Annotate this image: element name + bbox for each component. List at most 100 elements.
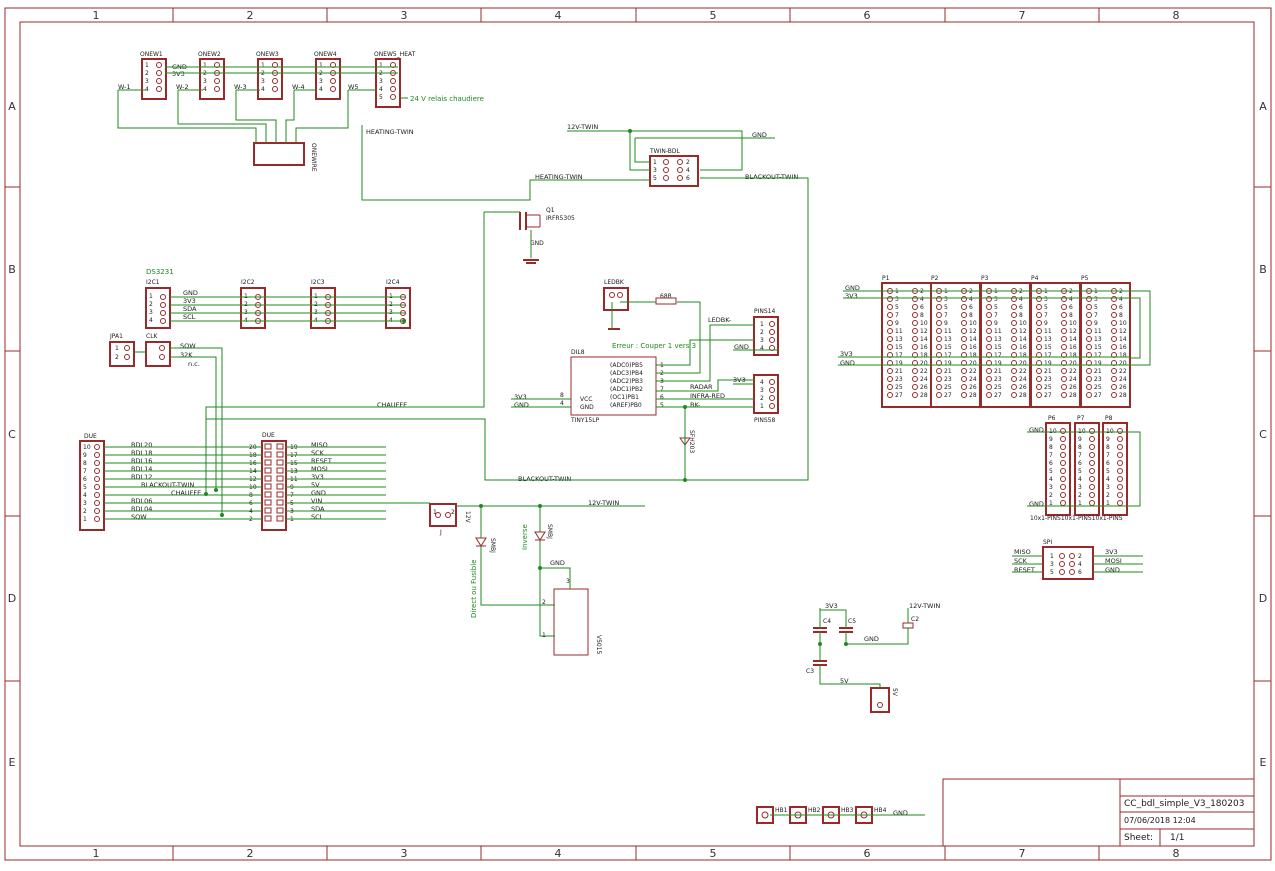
pin-number: 14 — [969, 336, 977, 343]
pin-pad — [1061, 376, 1067, 382]
pin-number: 4 — [149, 317, 153, 324]
cap-5v-net: 5V — [840, 677, 849, 685]
pin-pad — [160, 302, 166, 308]
pin-number: 27 — [994, 392, 1002, 399]
attiny-infrared-net: INFRA-RED — [690, 392, 725, 400]
pin-pad — [1060, 428, 1066, 434]
ledbk-net: LEDBK- — [708, 316, 732, 324]
attiny-3v3-net: 3V3 — [514, 393, 527, 401]
pin-number: 23 — [944, 376, 952, 383]
svg-text:2: 2 — [542, 599, 546, 606]
pin-pad — [390, 78, 396, 84]
i2c-sda-net: SDA — [183, 305, 197, 313]
pin-number: 3 — [203, 78, 207, 85]
pin-pad — [1060, 436, 1066, 442]
pin-number: 4 — [203, 86, 207, 93]
pin-pad — [986, 392, 992, 398]
pin-number: 11 — [895, 328, 903, 335]
cap-c5: C5 — [848, 618, 856, 625]
pin-number: 12 — [920, 328, 928, 335]
pin-pad — [1089, 452, 1095, 458]
pin-number: 22 — [1019, 368, 1027, 375]
pin-number: 5 — [1094, 304, 1098, 311]
ledbk-connector: LEDBK 68R LEDBK- — [603, 279, 732, 330]
pin-pad — [94, 500, 100, 506]
pin-pad — [1111, 336, 1117, 342]
pin-pad — [769, 403, 775, 409]
pin-number: 24 — [920, 376, 928, 383]
pin-number: 4 — [1049, 476, 1053, 483]
pin-number: 22 — [1069, 368, 1077, 375]
pin-pad — [961, 336, 967, 342]
pin-number: 8 — [1019, 312, 1023, 319]
pins14-name: PINS14 — [754, 308, 776, 315]
pin-pad — [94, 516, 100, 522]
pin-number: 16 — [969, 344, 977, 351]
pin-number: 13 — [944, 336, 952, 343]
pin-number: 4 — [261, 86, 265, 93]
pin-pad — [1117, 492, 1123, 498]
pin-number: 19 — [994, 360, 1002, 367]
pin-pad — [912, 312, 918, 318]
attiny-name: DIL8 — [571, 349, 585, 356]
ledbk-resistor: 68R — [660, 293, 672, 300]
due-right-net-label: SDA — [311, 505, 325, 513]
onewire-net-label: W5 — [348, 83, 359, 91]
pin-pad — [330, 78, 336, 84]
onewire-connector-name: ONEW1 — [140, 51, 163, 58]
pin-number: 7 — [1078, 452, 1082, 459]
pin-pad — [1011, 392, 1017, 398]
pin-number: 1 — [261, 62, 265, 69]
i2c-scl-net: SCL — [183, 313, 196, 321]
pin-pad — [272, 86, 278, 92]
pin-number: 3 — [760, 337, 764, 344]
pin-pad — [1111, 392, 1117, 398]
pin-pad — [1089, 428, 1095, 434]
pin-pad — [330, 86, 336, 92]
pin-number: 17 — [944, 352, 952, 359]
svg-text:GND: GND — [580, 404, 594, 411]
pin-number: 5 — [994, 304, 998, 311]
pin-number: 14 — [1069, 336, 1077, 343]
pin-number: 1 — [1050, 553, 1054, 560]
pin-number: 19 — [944, 360, 952, 367]
onewire-connector-name: ONEW5_HEAT — [374, 51, 416, 58]
pin-pad — [769, 329, 775, 335]
pin-number: 1 — [83, 516, 87, 523]
diode-direct-value: SMBJ — [489, 538, 496, 553]
pin-pad — [1111, 376, 1117, 382]
column-label: 5 — [710, 9, 717, 22]
v5-header-label: 5V — [891, 688, 898, 697]
pin-pad — [961, 328, 967, 334]
pin-number: 27 — [895, 392, 903, 399]
p-gnd-net-2: GND — [840, 359, 855, 367]
pin-number: 2 — [145, 70, 149, 77]
pin-pad — [936, 296, 942, 302]
pin-number: 16 — [1019, 344, 1027, 351]
pin-number: 3 — [1049, 484, 1053, 491]
title-block: CC_bdl_simple_V3_180203 07/06/2018 12:04… — [942, 778, 1255, 847]
attiny-pin-name: (ADC3)PB4 — [610, 370, 643, 377]
pin-number: 3 — [944, 296, 948, 303]
spi-name: SPI — [1043, 539, 1052, 546]
pin-number: 6 — [1078, 460, 1082, 467]
pin-pad — [1036, 336, 1042, 342]
jpa1-connector: JPA1 1 2 — [109, 333, 135, 367]
pin-number: 13 — [994, 336, 1002, 343]
pin-pad — [214, 86, 220, 92]
svg-text:VCC: VCC — [580, 396, 592, 403]
pin-pad — [1086, 368, 1092, 374]
pin-number: 17 — [1094, 352, 1102, 359]
pin-pad — [1086, 376, 1092, 382]
pin-pad — [1011, 336, 1017, 342]
v5-header: 5V — [870, 687, 898, 713]
row-label: C — [1259, 428, 1267, 441]
pin-pad — [160, 310, 166, 316]
attiny-note: Erreur : Couper 1 vers 3 — [612, 342, 696, 350]
pin-number: 1 — [319, 62, 323, 69]
pin-pad — [887, 312, 893, 318]
onewire-net-label: W-1 — [118, 83, 131, 91]
